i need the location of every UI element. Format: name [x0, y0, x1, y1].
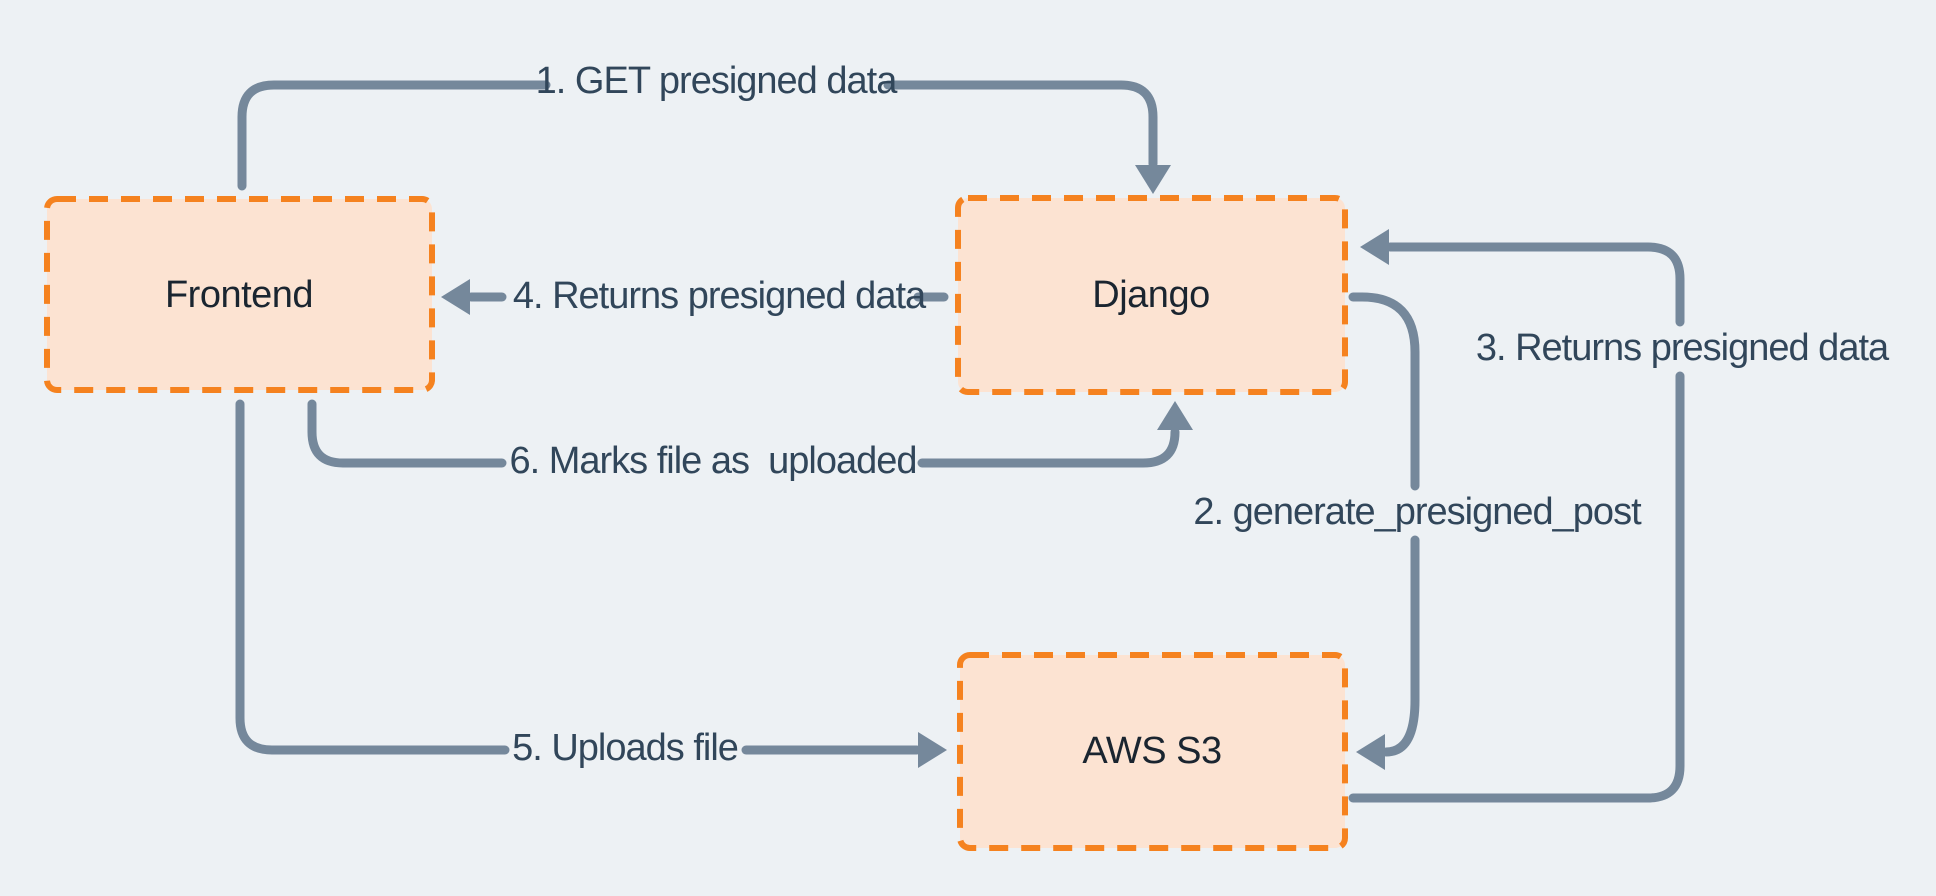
arrow-2-head-left-icon — [1356, 734, 1385, 770]
aws-s3-box — [957, 652, 1348, 851]
arrow-1-segment-left — [237, 80, 551, 191]
arrow-6-segment-left — [307, 399, 507, 468]
arrow-3-head-left-icon — [1360, 229, 1389, 265]
arrow-get-presigned-data — [237, 80, 1158, 191]
arrow-5-head-right-icon — [918, 732, 947, 768]
arrow-1-head-down-icon — [1135, 165, 1171, 194]
arrow-1-segment-right — [883, 80, 1158, 169]
arrow-generate-presigned-post — [1348, 292, 1420, 757]
arrow-marks-file-uploaded — [307, 399, 1180, 468]
arrow-6-segment-right — [917, 427, 1180, 468]
arrow-5-segment-left — [235, 399, 510, 755]
arrow-returns-presigned-data-s3 — [1348, 242, 1685, 803]
django-box — [955, 195, 1348, 395]
arrow-3-segment-top — [1385, 242, 1685, 327]
arrow-2-segment-bottom — [1381, 535, 1420, 757]
arrow-4-head-left-icon — [441, 279, 470, 315]
frontend-box — [44, 196, 435, 393]
arrow-6-head-up-icon — [1157, 401, 1193, 430]
arrow-3-segment-bottom — [1348, 371, 1685, 803]
arrow-2-segment-top — [1348, 292, 1420, 491]
arrow-uploads-file — [235, 399, 922, 755]
